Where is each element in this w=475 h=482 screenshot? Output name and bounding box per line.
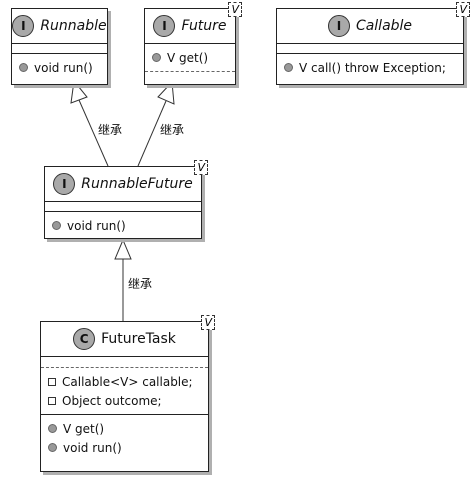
- method-row[interactable]: void run(): [12, 58, 107, 77]
- field-signature: Callable<V> callable;: [62, 374, 193, 389]
- type-parameter: V: [228, 2, 242, 17]
- field-row[interactable]: Callable<V> callable;: [41, 372, 208, 391]
- dashed-divider: [145, 71, 235, 72]
- class-runnable-future[interactable]: V I RunnableFuture void run(): [44, 160, 208, 239]
- empty-section: [41, 357, 208, 367]
- fields-section: [277, 44, 463, 53]
- public-method-icon: [52, 221, 61, 230]
- public-method-icon: [48, 443, 57, 452]
- class-name: Future: [181, 18, 227, 34]
- class-icon: C: [73, 328, 96, 350]
- method-row[interactable]: void run(): [41, 438, 208, 457]
- relation-label-runnable: 继承: [98, 123, 123, 137]
- divider: [45, 201, 201, 202]
- class-future-header: I Future: [145, 9, 235, 43]
- divider: [145, 43, 235, 44]
- method-signature: V get(): [63, 421, 105, 436]
- interface-icon: I: [327, 15, 350, 37]
- method-row[interactable]: void run(): [45, 216, 201, 235]
- method-row[interactable]: V call() throw Exception;: [277, 58, 463, 77]
- divider: [277, 43, 463, 44]
- class-runnable[interactable]: I Runnable void run(): [11, 8, 108, 85]
- divider: [12, 43, 107, 44]
- class-future[interactable]: V I Future V get(): [144, 2, 242, 85]
- divider: [45, 211, 201, 212]
- class-future-task-header: C FutureTask: [41, 322, 208, 356]
- private-field-icon: [48, 396, 56, 405]
- methods-section: void run(): [12, 54, 107, 81]
- method-signature: void run(): [67, 218, 126, 233]
- class-name: Callable: [355, 18, 413, 34]
- inherit-arrow-future: [157, 80, 175, 105]
- methods-section: V get() void run(): [41, 415, 208, 461]
- class-callable[interactable]: V I Callable V call() throw Exception;: [276, 2, 470, 85]
- class-runnable-future-header: I RunnableFuture: [45, 167, 201, 201]
- class-callable-header: I Callable: [277, 9, 463, 43]
- fields-section: [45, 202, 201, 211]
- inherit-line-future: [137, 100, 167, 167]
- relation-label-runnablefuture: 继承: [128, 277, 153, 291]
- public-method-icon: [152, 53, 161, 62]
- method-row[interactable]: V get(): [41, 419, 208, 438]
- divider: [41, 356, 208, 357]
- method-signature: V get(): [167, 50, 209, 65]
- class-name: RunnableFuture: [81, 176, 193, 192]
- field-signature: Object outcome;: [62, 393, 162, 408]
- interface-icon: I: [153, 15, 176, 37]
- class-runnable-header: I Runnable: [12, 9, 107, 43]
- interface-icon: I: [53, 173, 76, 195]
- method-signature: void run(): [34, 60, 93, 75]
- type-parameter: V: [194, 160, 208, 175]
- class-name: FutureTask: [101, 331, 176, 347]
- divider: [12, 53, 107, 54]
- public-method-icon: [48, 424, 57, 433]
- methods-section: void run(): [45, 212, 201, 239]
- field-row[interactable]: Object outcome;: [41, 391, 208, 410]
- inherit-arrow-runnablefuture: [114, 238, 132, 260]
- method-signature: V call() throw Exception;: [299, 60, 446, 75]
- class-future-task[interactable]: V C FutureTask Callable<V> callable; Obj…: [40, 315, 215, 472]
- fields-section: [12, 44, 107, 53]
- public-method-icon: [284, 63, 293, 72]
- type-parameter: V: [456, 2, 470, 17]
- method-row[interactable]: V get(): [145, 48, 235, 67]
- class-name: Runnable: [40, 18, 107, 34]
- fields-section: Callable<V> callable; Object outcome;: [41, 368, 208, 414]
- method-signature: void run(): [63, 440, 122, 455]
- public-method-icon: [19, 63, 28, 72]
- dashed-divider: [41, 367, 208, 368]
- private-field-icon: [48, 377, 56, 386]
- inherit-arrow-runnable: [70, 79, 88, 104]
- methods-section: V call() throw Exception;: [277, 54, 463, 81]
- divider: [41, 414, 208, 415]
- divider: [277, 53, 463, 54]
- type-parameter: V: [201, 315, 215, 330]
- interface-icon: I: [12, 15, 35, 37]
- inherit-line-runnable: [78, 99, 109, 167]
- methods-section: V get(): [145, 44, 235, 71]
- relation-label-future: 继承: [160, 123, 185, 137]
